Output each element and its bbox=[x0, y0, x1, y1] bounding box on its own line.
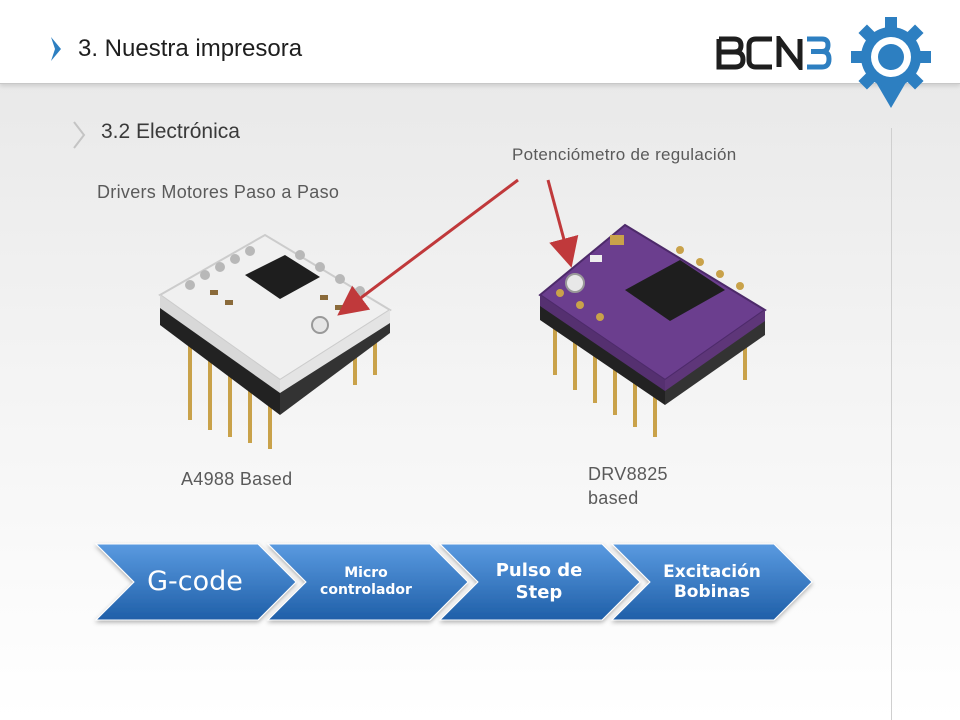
vertical-divider bbox=[891, 128, 892, 720]
flow-step-micro-label: Micro controlador bbox=[320, 565, 412, 598]
flow-step-micro bbox=[266, 543, 469, 621]
flow-step-excitacion bbox=[610, 543, 813, 621]
chevron-right-icon bbox=[51, 37, 61, 61]
drv8825-driver-image bbox=[538, 223, 767, 437]
arrow-to-a4988-pot bbox=[337, 178, 519, 316]
flow-step-gcode bbox=[94, 543, 297, 621]
a4988-label: A4988 Based bbox=[181, 469, 293, 489]
chevron-right-icon bbox=[73, 121, 86, 149]
header-bar: 3. Nuestra impresora bbox=[0, 0, 960, 108]
flow-step-excitacion-label: Excitación Bobinas bbox=[663, 561, 761, 602]
a4988-driver-image bbox=[158, 233, 392, 449]
flow-step-pulso-label: Pulso de Step bbox=[495, 560, 583, 603]
potentiometer-label: Potenciómetro de regulación bbox=[512, 145, 737, 164]
flow-step-pulso bbox=[438, 543, 641, 621]
drv8825-label: DRV8825 based bbox=[588, 464, 668, 508]
drivers-label: Drivers Motores Paso a Paso bbox=[97, 182, 340, 202]
bcn3d-logo bbox=[716, 36, 832, 70]
section-subtitle: 3.2 Electrónica bbox=[101, 120, 240, 143]
page-title: 3. Nuestra impresora bbox=[78, 35, 303, 62]
arrow-to-drv8825-pot bbox=[546, 179, 579, 268]
flow-step-gcode-label: G-code bbox=[147, 565, 243, 597]
gear-logo-icon bbox=[851, 17, 931, 108]
